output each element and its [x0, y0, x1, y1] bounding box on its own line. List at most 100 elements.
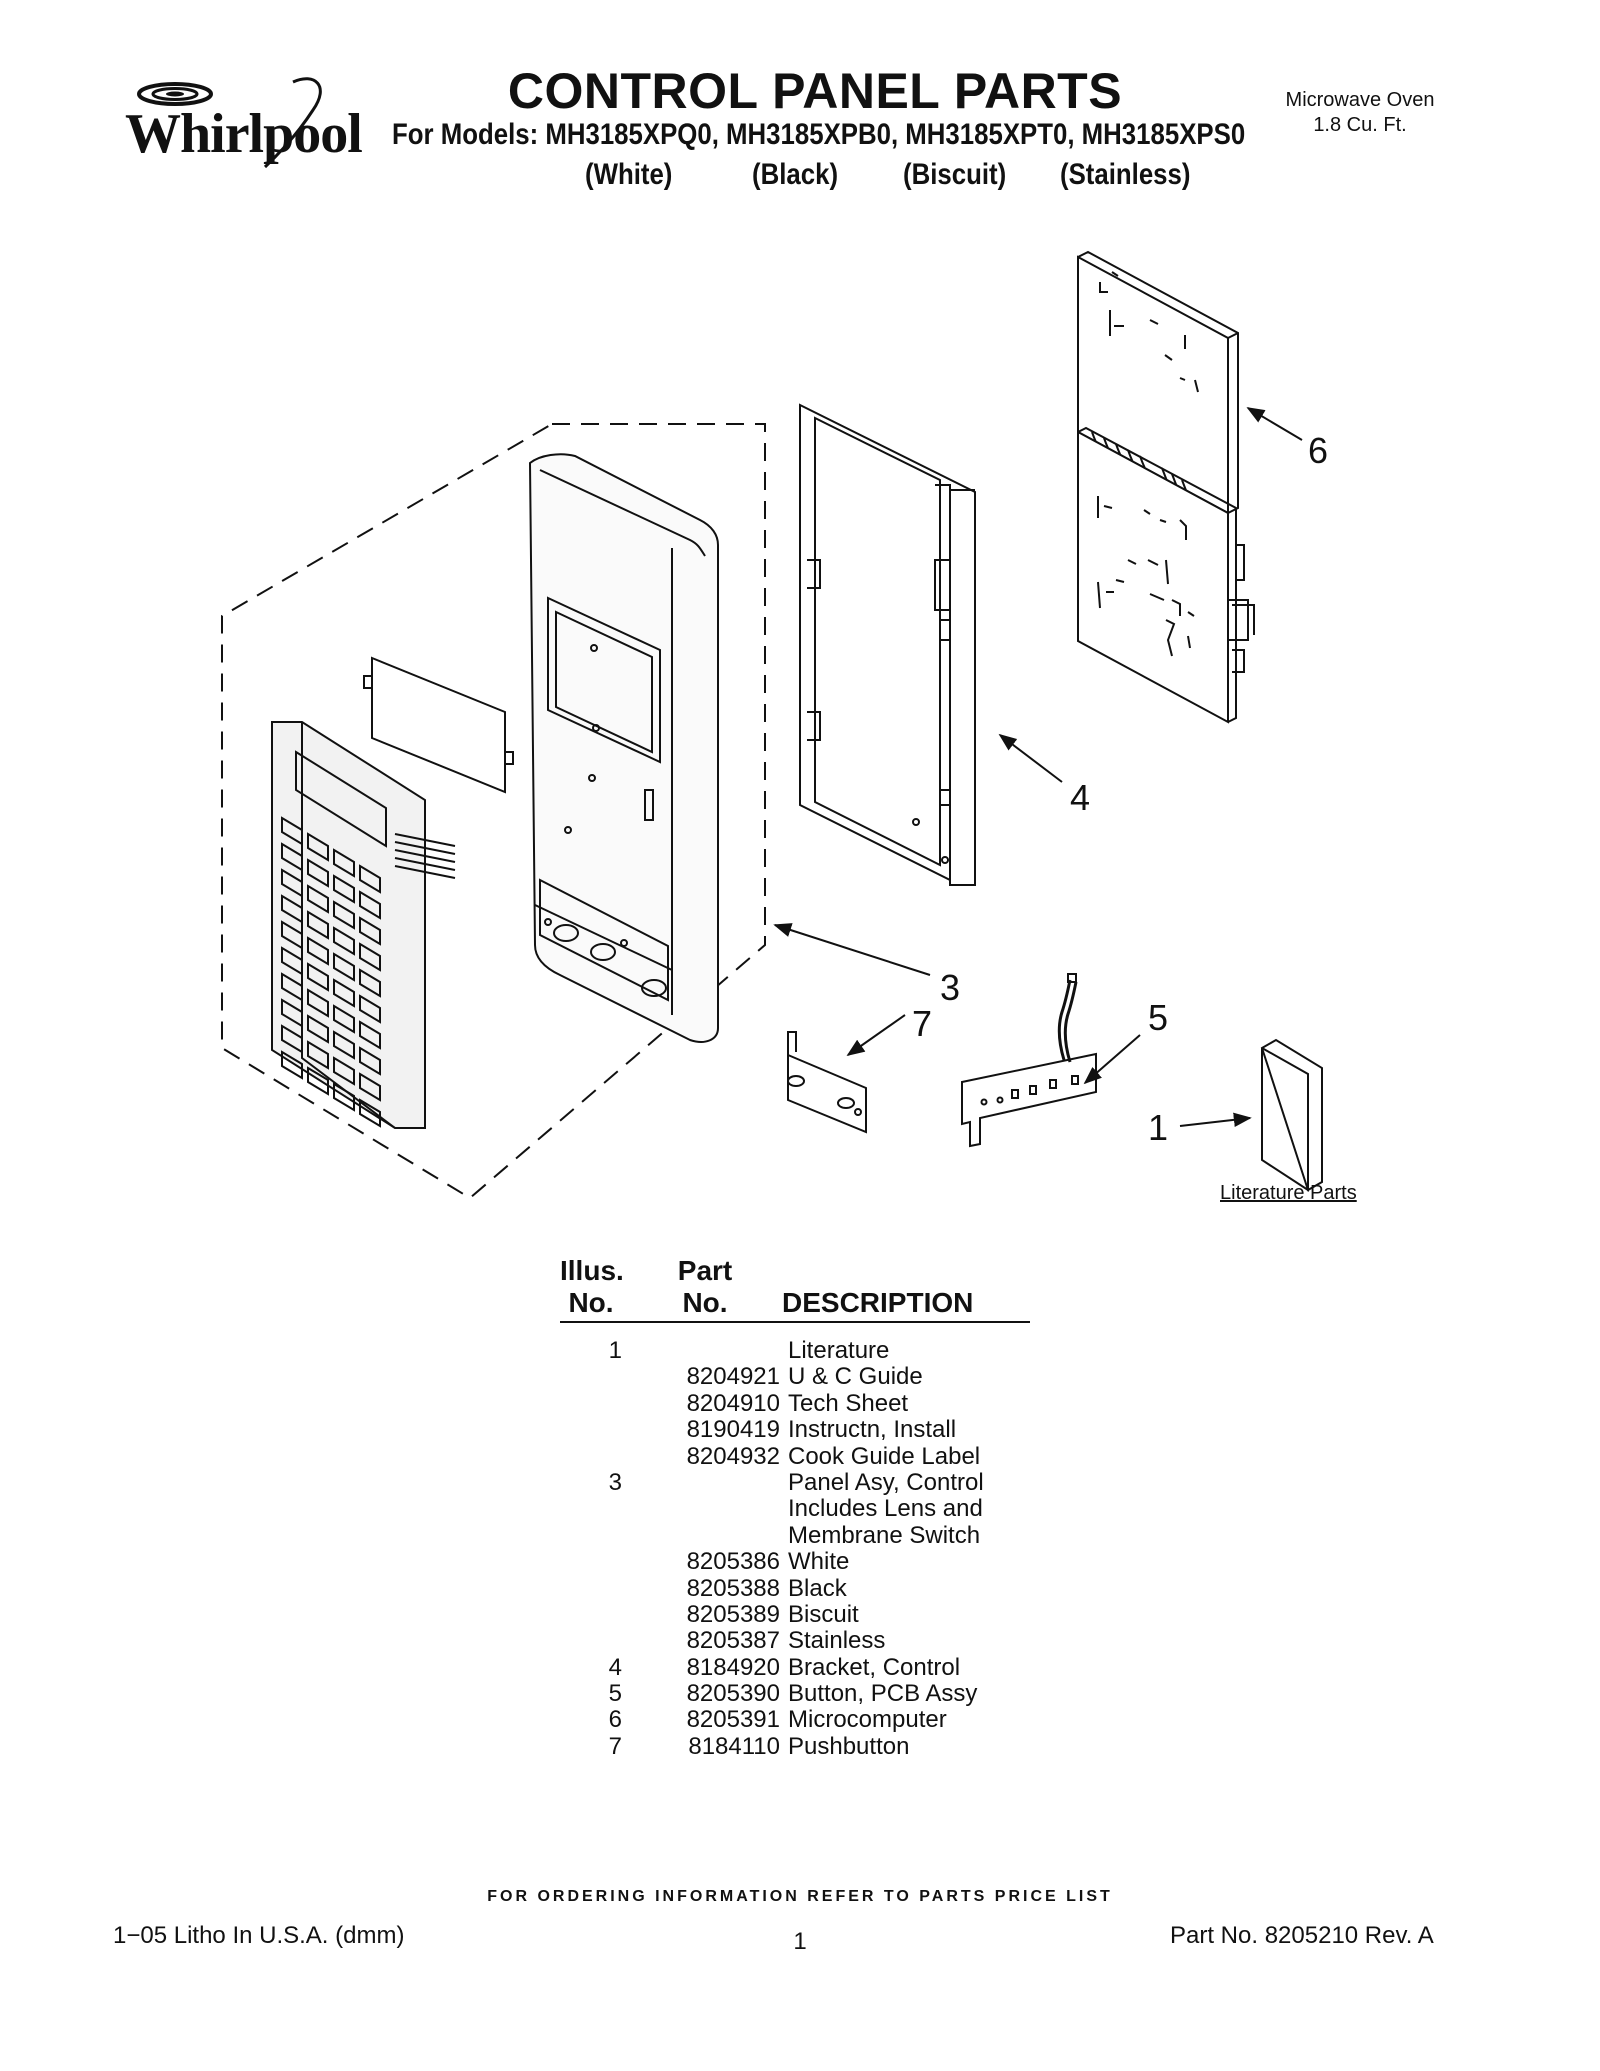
part-description: U & C Guide — [788, 1363, 923, 1391]
keypad-key — [333, 952, 355, 982]
callout-3: 3 — [940, 967, 960, 1008]
keypad-key — [333, 1082, 355, 1112]
keypad-key — [333, 848, 355, 878]
variant-biscuit: (Biscuit) — [903, 158, 1007, 191]
keypad-key — [333, 978, 355, 1008]
exploded-parts-diagram: 6 4 3 7 5 1 — [221, 250, 1328, 1200]
microcomputer-board — [1077, 250, 1255, 724]
illus-number: 7 — [608, 1732, 622, 1760]
part-number: 8205388 — [686, 1574, 780, 1602]
control-bracket — [799, 403, 976, 886]
brand-logo: Whirlpool — [125, 72, 370, 172]
keypad-key — [281, 1050, 303, 1080]
keypad-key — [281, 998, 303, 1028]
keypad-key — [307, 1066, 329, 1096]
callout-arrows — [773, 407, 1303, 1127]
literature-parts-label: Literature Parts — [1220, 1182, 1357, 1204]
keypad-key — [281, 816, 303, 846]
variant-black: (Black) — [752, 158, 839, 191]
callout-4: 4 — [1070, 777, 1090, 818]
keypad-key — [333, 926, 355, 956]
part-description: White — [788, 1548, 850, 1576]
parts-table-header: Illus. No. Part No. DESCRIPTION — [560, 1255, 1030, 1323]
keypad-key — [281, 946, 303, 976]
keypad-key — [307, 858, 329, 888]
keypad-key — [359, 1046, 381, 1076]
part-description: Literature — [788, 1337, 890, 1364]
keypad-key — [333, 900, 355, 930]
literature-booklet — [1260, 1038, 1323, 1192]
part-description: Black — [788, 1574, 847, 1602]
part-number: 8205387 — [686, 1627, 780, 1655]
keypad-key — [281, 868, 303, 898]
keypad-key — [359, 1072, 381, 1102]
part-description: Panel Asy, Control — [788, 1468, 984, 1496]
callout-1: 1 — [1148, 1107, 1168, 1148]
brand-name: Whirlpool — [125, 103, 363, 165]
page-title: CONTROL PANEL PARTS — [507, 63, 1123, 119]
part-description: Pushbutton — [788, 1732, 910, 1760]
callout-7: 7 — [912, 1003, 932, 1044]
part-header: Part No. — [670, 1255, 740, 1319]
part-description: Stainless — [788, 1627, 886, 1655]
illus-number: 6 — [608, 1706, 622, 1734]
callout-5: 5 — [1148, 997, 1168, 1038]
keypad-key — [359, 1020, 381, 1050]
keypad-key — [359, 864, 381, 894]
litho-info: 1−05 Litho In U.S.A. (dmm) — [113, 1922, 405, 1949]
button-pcb-assembly — [961, 973, 1097, 1148]
keypad-key — [307, 1040, 329, 1070]
keypad-key — [359, 994, 381, 1024]
keypad-key — [333, 874, 355, 904]
part-number: 8184920 — [686, 1653, 780, 1681]
product-capacity: 1.8 Cu. Ft. — [1313, 114, 1407, 136]
illus-number: 1 — [608, 1337, 622, 1364]
ordering-note: FOR ORDERING INFORMATION REFER TO PARTS … — [487, 1888, 1113, 1905]
product-type: Microwave Oven — [1285, 89, 1435, 111]
keypad-key — [281, 920, 303, 950]
part-number: 8205389 — [686, 1600, 780, 1628]
part-description: Membrane Switch — [788, 1521, 981, 1549]
part-number: 8204910 — [686, 1389, 780, 1417]
keypad-key — [359, 942, 381, 972]
part-number: 8184110 — [688, 1732, 780, 1760]
keypad-key — [307, 1014, 329, 1044]
display-lens — [363, 656, 514, 794]
keypad-buttons — [281, 816, 381, 1128]
keypad-key — [359, 890, 381, 920]
illus-number: 5 — [608, 1680, 622, 1708]
part-number: 8190419 — [686, 1416, 780, 1444]
illus-number: 4 — [608, 1653, 622, 1681]
panel-assembly-outline — [221, 423, 766, 1200]
illus-number: 3 — [608, 1468, 622, 1496]
callout-6: 6 — [1308, 430, 1328, 471]
part-number: 8204921 — [686, 1363, 780, 1391]
part-number: 8204932 — [686, 1442, 780, 1470]
keypad-key — [333, 1056, 355, 1086]
keypad-key — [307, 884, 329, 914]
description-header: DESCRIPTION — [782, 1287, 974, 1318]
document-part-number: Part No. 8205210 Rev. A — [1170, 1922, 1434, 1949]
keypad-key — [307, 962, 329, 992]
illus-header-line1: Illus. — [560, 1255, 624, 1286]
part-number: 8205386 — [686, 1548, 780, 1576]
part-description: Microcomputer — [788, 1706, 947, 1734]
part-header-line2: No. — [682, 1287, 728, 1318]
part-number: 8205390 — [686, 1680, 780, 1708]
keypad-key — [359, 968, 381, 998]
illus-header-line2: No. — [568, 1287, 614, 1318]
part-description: Button, PCB Assy — [788, 1680, 978, 1708]
part-number: 8205391 — [686, 1706, 780, 1734]
part-description: Tech Sheet — [788, 1389, 909, 1417]
keypad-key — [307, 910, 329, 940]
keypad-key — [307, 936, 329, 966]
part-header-line1: Part — [677, 1255, 733, 1286]
keypad-key — [281, 894, 303, 924]
product-info: Microwave Oven 1.8 Cu. Ft. — [1260, 88, 1460, 138]
model-list: For Models: MH3185XPQ0, MH3185XPB0, MH31… — [392, 118, 1246, 151]
part-description: Biscuit — [788, 1600, 859, 1628]
control-panel — [528, 453, 719, 1043]
illus-header: Illus. No. — [560, 1255, 624, 1319]
variant-stainless: (Stainless) — [1060, 158, 1191, 191]
keypad-key — [359, 916, 381, 946]
